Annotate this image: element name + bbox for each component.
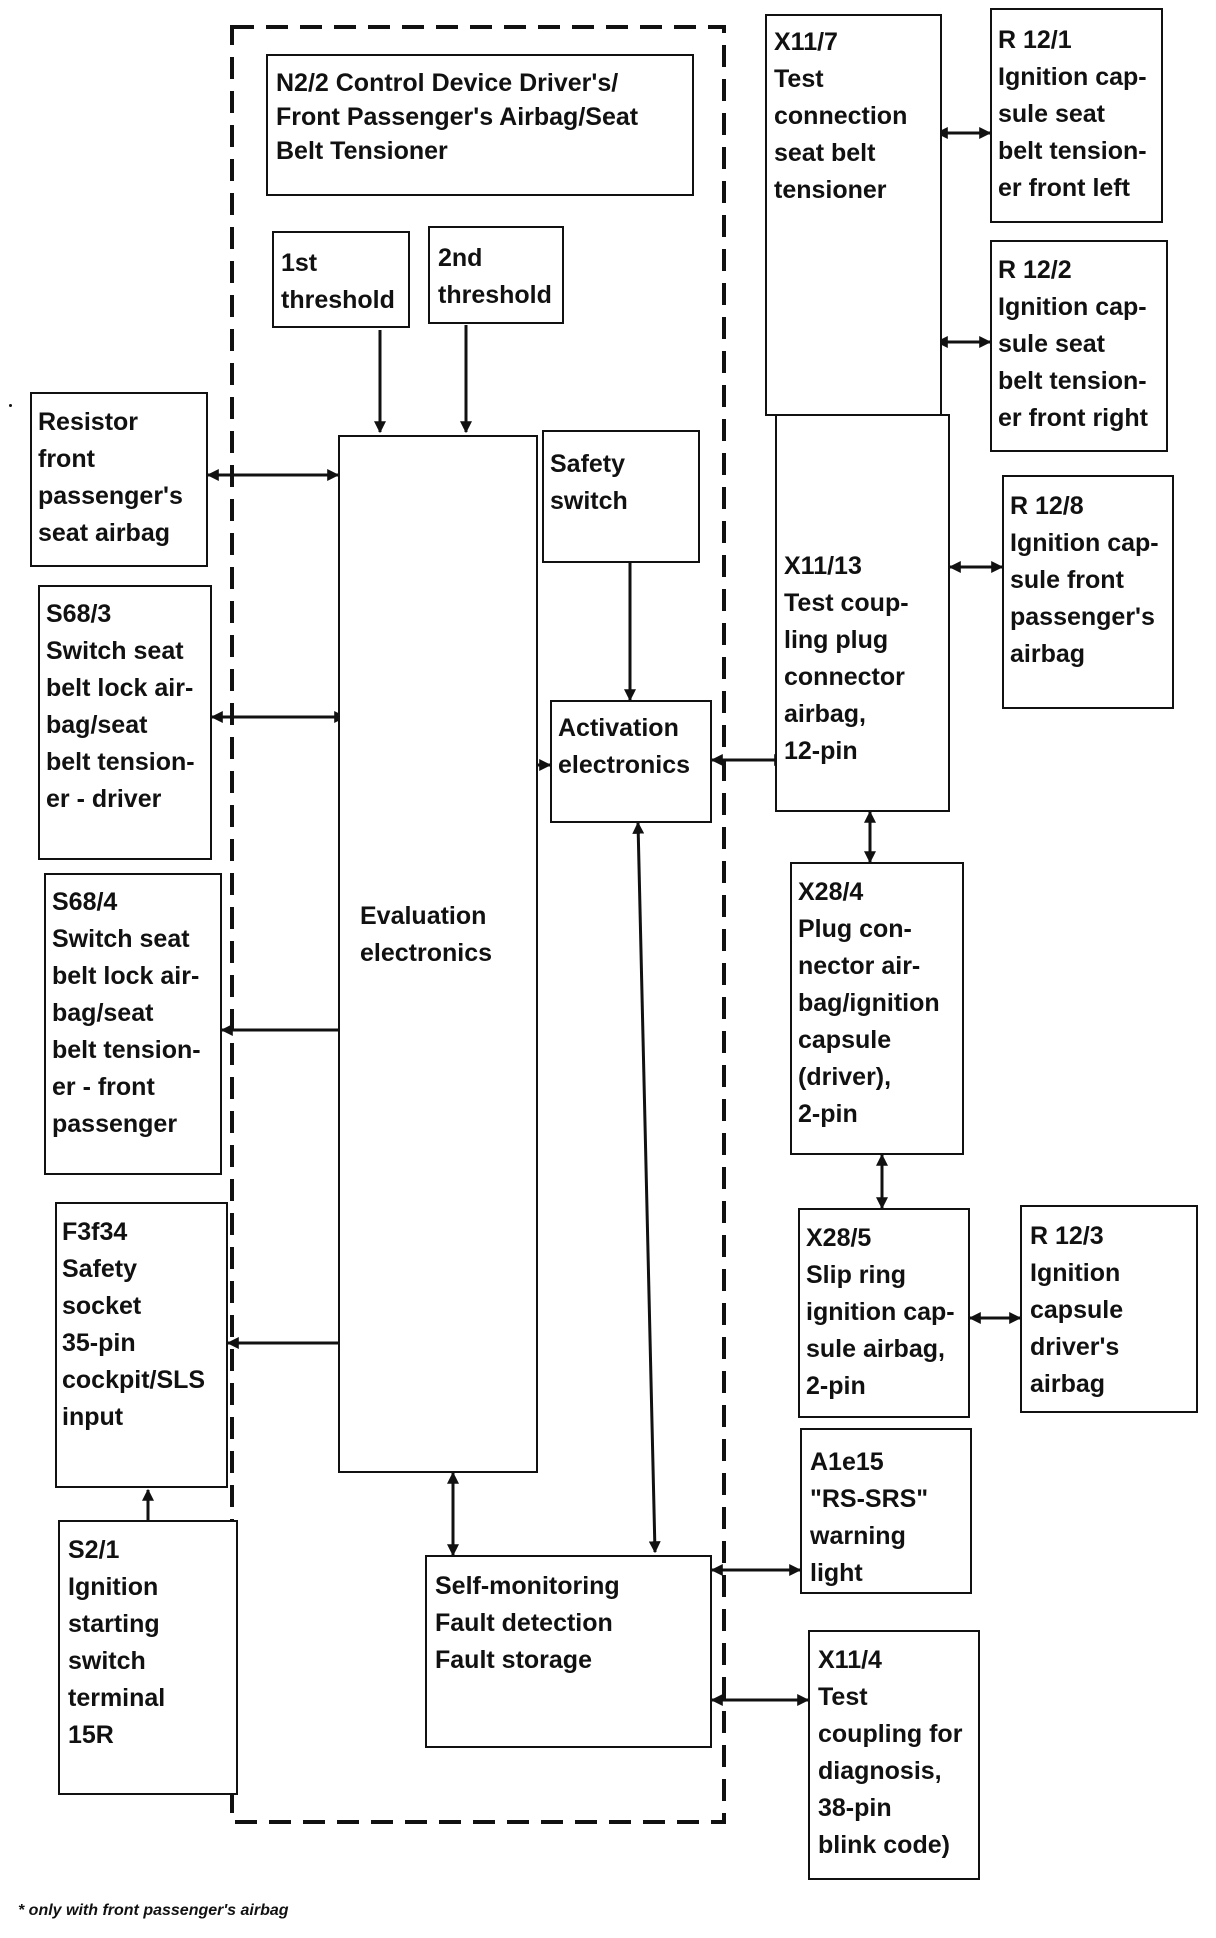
s68-3-label: S68/3 Switch seat belt lock air- bag/sea… bbox=[46, 600, 195, 813]
s68-3-box bbox=[38, 585, 212, 860]
a1e15-box bbox=[800, 1428, 972, 1594]
control-device-boundary bbox=[230, 25, 726, 1824]
a1e15-label: A1e15 "RS-SRS" warning light bbox=[810, 1448, 929, 1587]
control-unit-title: N2/2 Control Device Driver's/ Front Pass… bbox=[276, 69, 639, 165]
r12-8-label: R 12/8 Ignition cap- sule front passenge… bbox=[1010, 492, 1159, 668]
resistor-label: Resistor front passenger's seat airbag bbox=[38, 408, 183, 547]
f3f34-label: F3f34 Safety socket 35-pin cockpit/SLS i… bbox=[62, 1218, 206, 1431]
x28-5-box bbox=[798, 1208, 970, 1418]
r12-2-box bbox=[990, 240, 1168, 452]
s2-1-box bbox=[58, 1520, 238, 1795]
evaluation-electronics-label: Evaluation electronics bbox=[360, 902, 493, 967]
x11-7-label: X11/7 Test connection seat belt tensione… bbox=[774, 28, 908, 204]
evaluation-electronics-box bbox=[338, 435, 538, 1473]
threshold1-box bbox=[272, 231, 410, 328]
r12-1-box bbox=[990, 8, 1163, 223]
s68-4-box bbox=[44, 873, 222, 1175]
x11-13-box bbox=[775, 414, 950, 812]
arrow-activation-self-monitoring bbox=[632, 821, 661, 1554]
r12-3-label: R 12/3 Ignition capsule driver's airbag bbox=[1030, 1222, 1124, 1398]
threshold1-label: 1st threshold bbox=[281, 249, 395, 314]
control-unit-title-box bbox=[266, 54, 694, 196]
f3f34-box bbox=[55, 1202, 228, 1488]
s2-1-label: S2/1 Ignition starting switch terminal 1… bbox=[68, 1536, 166, 1749]
r12-2-label: R 12/2 Ignition cap- sule seat belt tens… bbox=[998, 256, 1148, 432]
safety-switch-label: Safety switch bbox=[550, 450, 628, 515]
x28-4-box bbox=[790, 862, 964, 1155]
footnote-marker-dot bbox=[9, 404, 12, 407]
resistor-box bbox=[30, 392, 208, 567]
x28-5-label: X28/5 Slip ring ignition cap- sule airba… bbox=[806, 1224, 955, 1400]
activation-electronics-box bbox=[550, 700, 712, 823]
x28-4-label: X28/4 Plug con- nector air- bag/ignition… bbox=[798, 878, 940, 1128]
r12-3-box bbox=[1020, 1205, 1198, 1413]
safety-switch-box bbox=[542, 430, 700, 563]
self-monitoring-label: Self-monitoring Fault detection Fault st… bbox=[435, 1572, 620, 1674]
threshold2-label: 2nd threshold bbox=[438, 244, 552, 309]
x11-4-box bbox=[808, 1630, 980, 1880]
r12-1-label: R 12/1 Ignition cap- sule seat belt tens… bbox=[998, 26, 1147, 202]
s68-4-label: S68/4 Switch seat belt lock air- bag/sea… bbox=[52, 888, 201, 1138]
activation-electronics-label: Activation electronics bbox=[558, 714, 691, 779]
r12-8-box bbox=[1002, 475, 1174, 709]
threshold2-box bbox=[428, 226, 564, 324]
self-monitoring-box bbox=[425, 1555, 712, 1748]
footnote: * only with front passenger's airbag bbox=[18, 1902, 289, 1919]
x11-4-label: X11/4 Test coupling for diagnosis, 38-pi… bbox=[818, 1646, 963, 1859]
x11-13-label: X11/13 Test coup- ling plug connector ai… bbox=[784, 552, 909, 765]
